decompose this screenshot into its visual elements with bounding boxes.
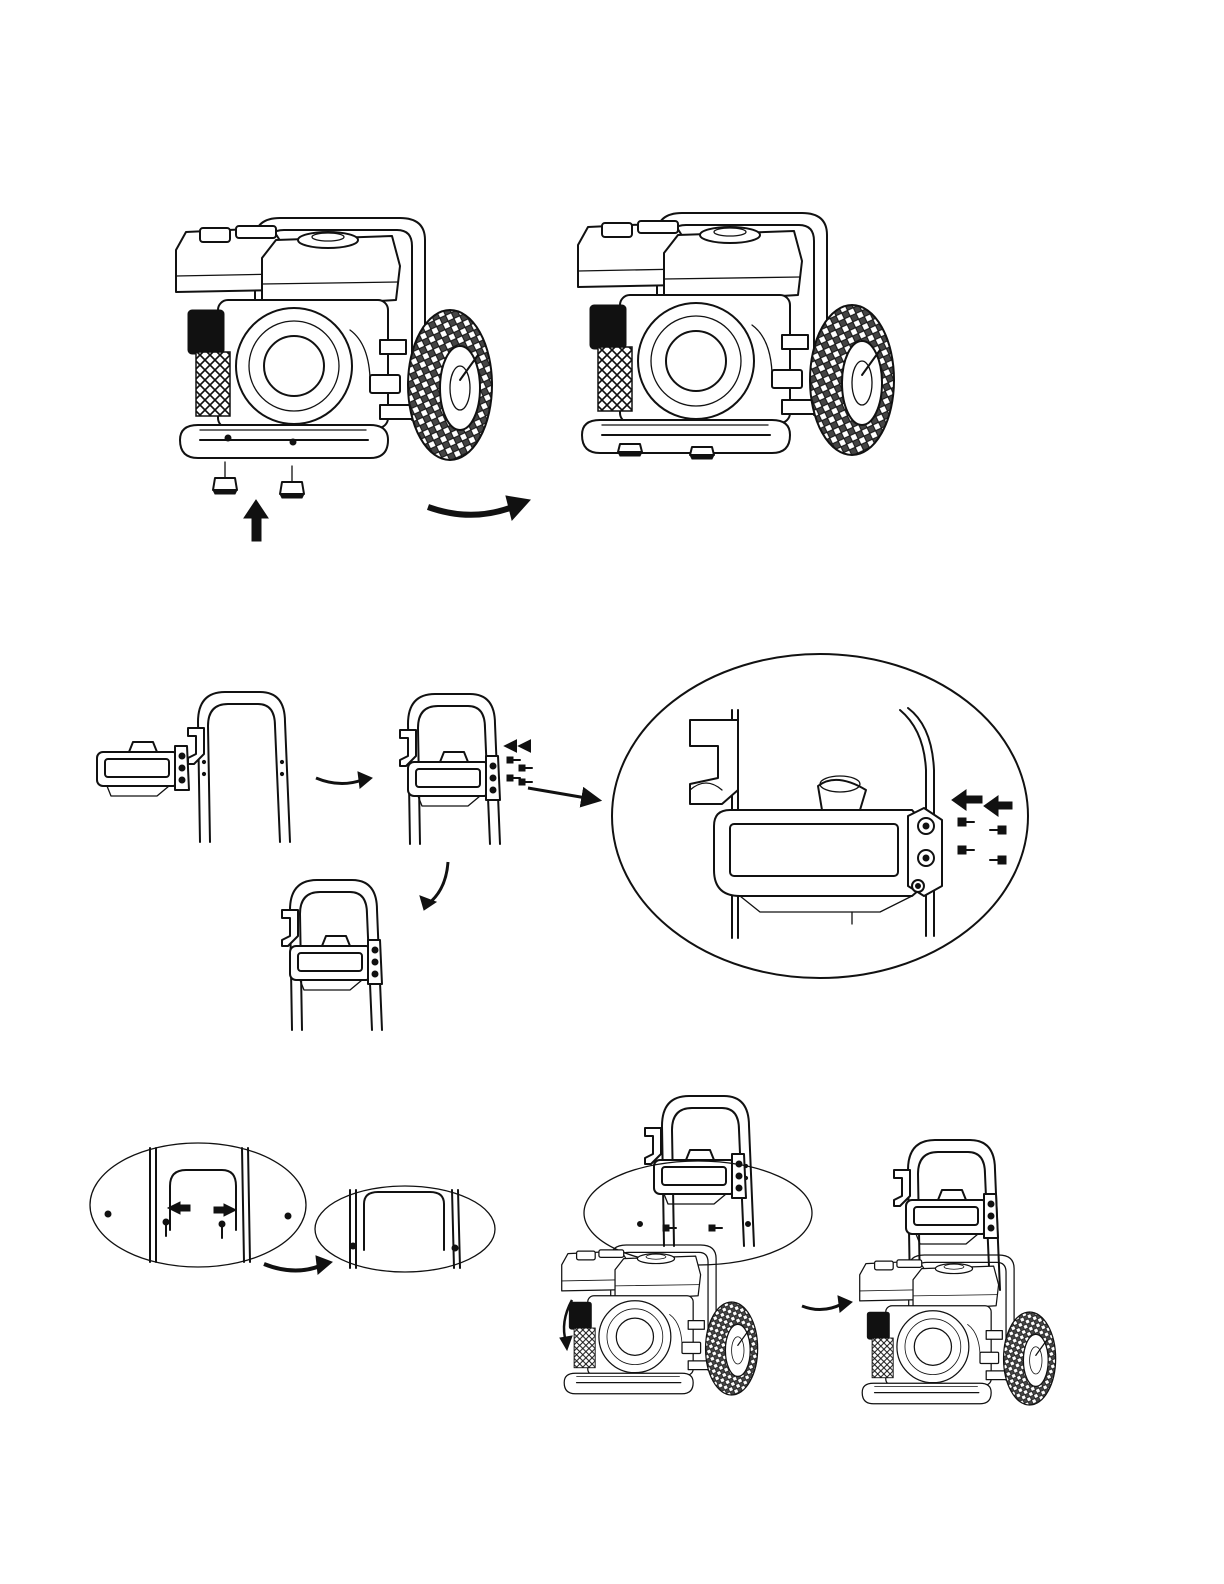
rubber-foot-left [213, 462, 237, 494]
curved-arrow-icon [420, 862, 448, 910]
fig-handle-pins [90, 1143, 495, 1274]
rubber-foot-left [618, 444, 642, 456]
detail-callout [612, 654, 1028, 978]
detail-oval-after [315, 1186, 495, 1272]
fig-feet-installed [578, 213, 894, 459]
curved-arrow-icon [428, 496, 530, 520]
rubber-foot-right [280, 466, 304, 498]
rubber-foot-right [690, 447, 714, 459]
pressure-washer [176, 218, 492, 460]
arrow-up-icon [244, 500, 268, 541]
curved-arrow-icon [802, 1296, 852, 1312]
bolt-icon [958, 818, 1006, 864]
handle-with-bracket [645, 1096, 754, 1246]
fig-feet-install [176, 218, 530, 541]
bolt-icon [638, 1222, 751, 1232]
step-bracket-mounted [282, 880, 382, 1030]
fig-handle-bracket [97, 654, 1028, 1030]
step-bracket-separate [97, 692, 290, 842]
step-bracket-aligned [400, 694, 532, 844]
assembled-washer [860, 1140, 1056, 1405]
detail-oval-before [90, 1143, 306, 1267]
pressure-washer [578, 213, 894, 455]
pressure-washer [562, 1245, 758, 1395]
bolt-icon [507, 757, 532, 785]
straight-arrow-icon [528, 788, 598, 800]
curved-arrow-icon [264, 1256, 332, 1274]
curved-arrow-icon [316, 772, 372, 788]
arrow-left-icon [952, 790, 1012, 816]
fig-handle-mount [560, 1096, 1056, 1405]
